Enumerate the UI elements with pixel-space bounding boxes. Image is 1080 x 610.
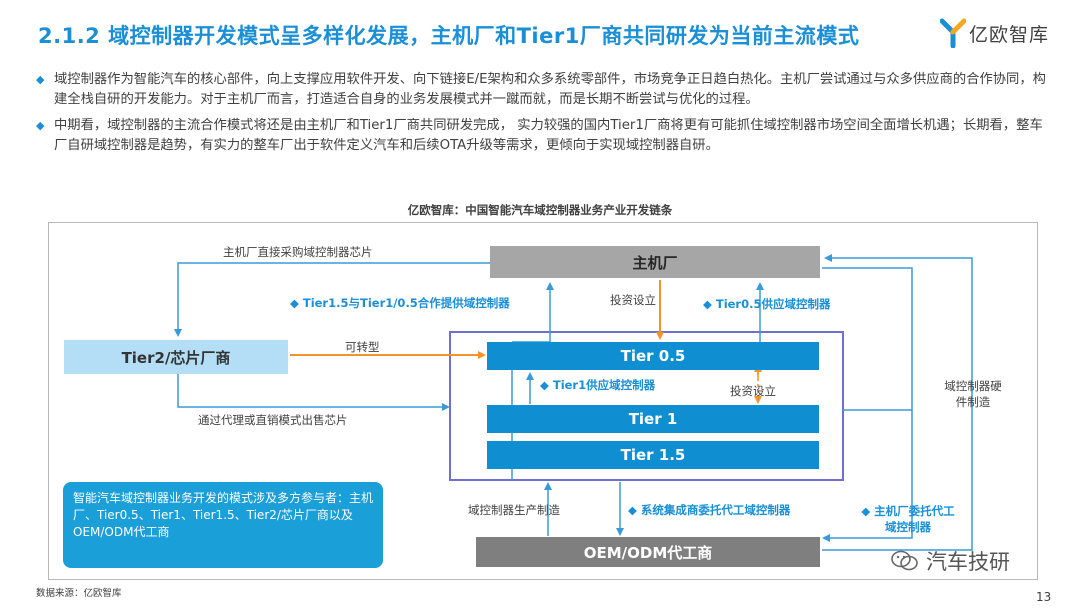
page-number: 13 (1036, 590, 1052, 604)
bullet-item: ◆ 中期看，域控制器的主流合作模式将还是由主机厂和Tier1厂商共同研发完成， … (36, 116, 1046, 156)
label-tier15-coop: ◆ Tier1.5与Tier1/0.5合作提供域控制器 (290, 296, 510, 310)
label-tier05-supply: ◆ Tier0.5供应域控制器 (703, 297, 831, 311)
tier05-box: Tier 0.5 (487, 342, 819, 370)
tier-group-frame (449, 331, 844, 481)
bullet-item: ◆ 域控制器作为智能汽车的核心部件，向上支撑应用软件开发、向下链接E/E架构和众… (36, 70, 1046, 110)
label-production: 域控制器生产制造 (468, 503, 560, 517)
data-source: 数据来源：亿欧智库 (36, 588, 122, 599)
odm-box: OEM/ODM代工商 (476, 537, 820, 567)
wechat-icon (891, 550, 918, 571)
label-oem-commission: ◆ 主机厂委托代工域控制器 (861, 504, 955, 534)
arrow-hardware (822, 254, 973, 551)
label-invest-2: 投资设立 (730, 384, 776, 398)
info-note: 智能汽车域控制器业务开发的模式涉及多方参与者：主机厂、Tier0.5、Tier1… (63, 482, 383, 568)
label-integrator: ◆ 系统集成商委托代工域控制器 (628, 503, 791, 517)
watermark: 汽车技研 (890, 546, 1010, 576)
bullet-text: 中期看，域控制器的主流合作模式将还是由主机厂和Tier1厂商共同研发完成， 实力… (54, 118, 1043, 153)
page-title: 2.1.2 域控制器开发模式呈多样化发展，主机厂和Tier1厂商共同研发为当前主… (38, 24, 860, 48)
diagram-frame (48, 222, 1038, 580)
label-direct-buy: 主机厂直接采购域控制器芯片 (223, 245, 373, 259)
label-invest-1: 投资设立 (610, 293, 656, 307)
label-tier1-supply: ◆ Tier1供应域控制器 (540, 378, 656, 392)
bullet-text: 域控制器作为智能汽车的核心部件，向上支撑应用软件开发、向下链接E/E架构和众多系… (54, 72, 1046, 107)
arrow-oem-commission (822, 267, 913, 542)
tier1-box: Tier 1 (487, 405, 819, 433)
diamond-icon: ◆ (36, 119, 45, 132)
logo: 亿欧智库 (940, 16, 1060, 50)
diagram-title: 亿欧智库：中国智能汽车域控制器业务产业开发链条 (407, 203, 673, 217)
oem-box: 主机厂 (490, 246, 820, 278)
bullet-list: ◆ 域控制器作为智能汽车的核心部件，向上支撑应用软件开发、向下链接E/E架构和众… (36, 70, 1046, 162)
label-hardware: 域控制器硬件制造 (944, 379, 1002, 409)
tier2-box: Tier2/芯片厂商 (64, 340, 288, 374)
logo-text: 亿欧智库 (969, 23, 1050, 46)
arrow-direct-buy (174, 262, 490, 337)
watermark-text: 汽车技研 (926, 550, 1010, 574)
label-agent-sale: 通过代理或直销模式出售芯片 (198, 413, 348, 427)
label-convertible: 可转型 (345, 340, 380, 354)
arrow-agent-sale (177, 370, 450, 411)
logo-icon (940, 18, 966, 48)
diamond-icon: ◆ (36, 73, 45, 86)
tier15-box: Tier 1.5 (487, 441, 819, 469)
